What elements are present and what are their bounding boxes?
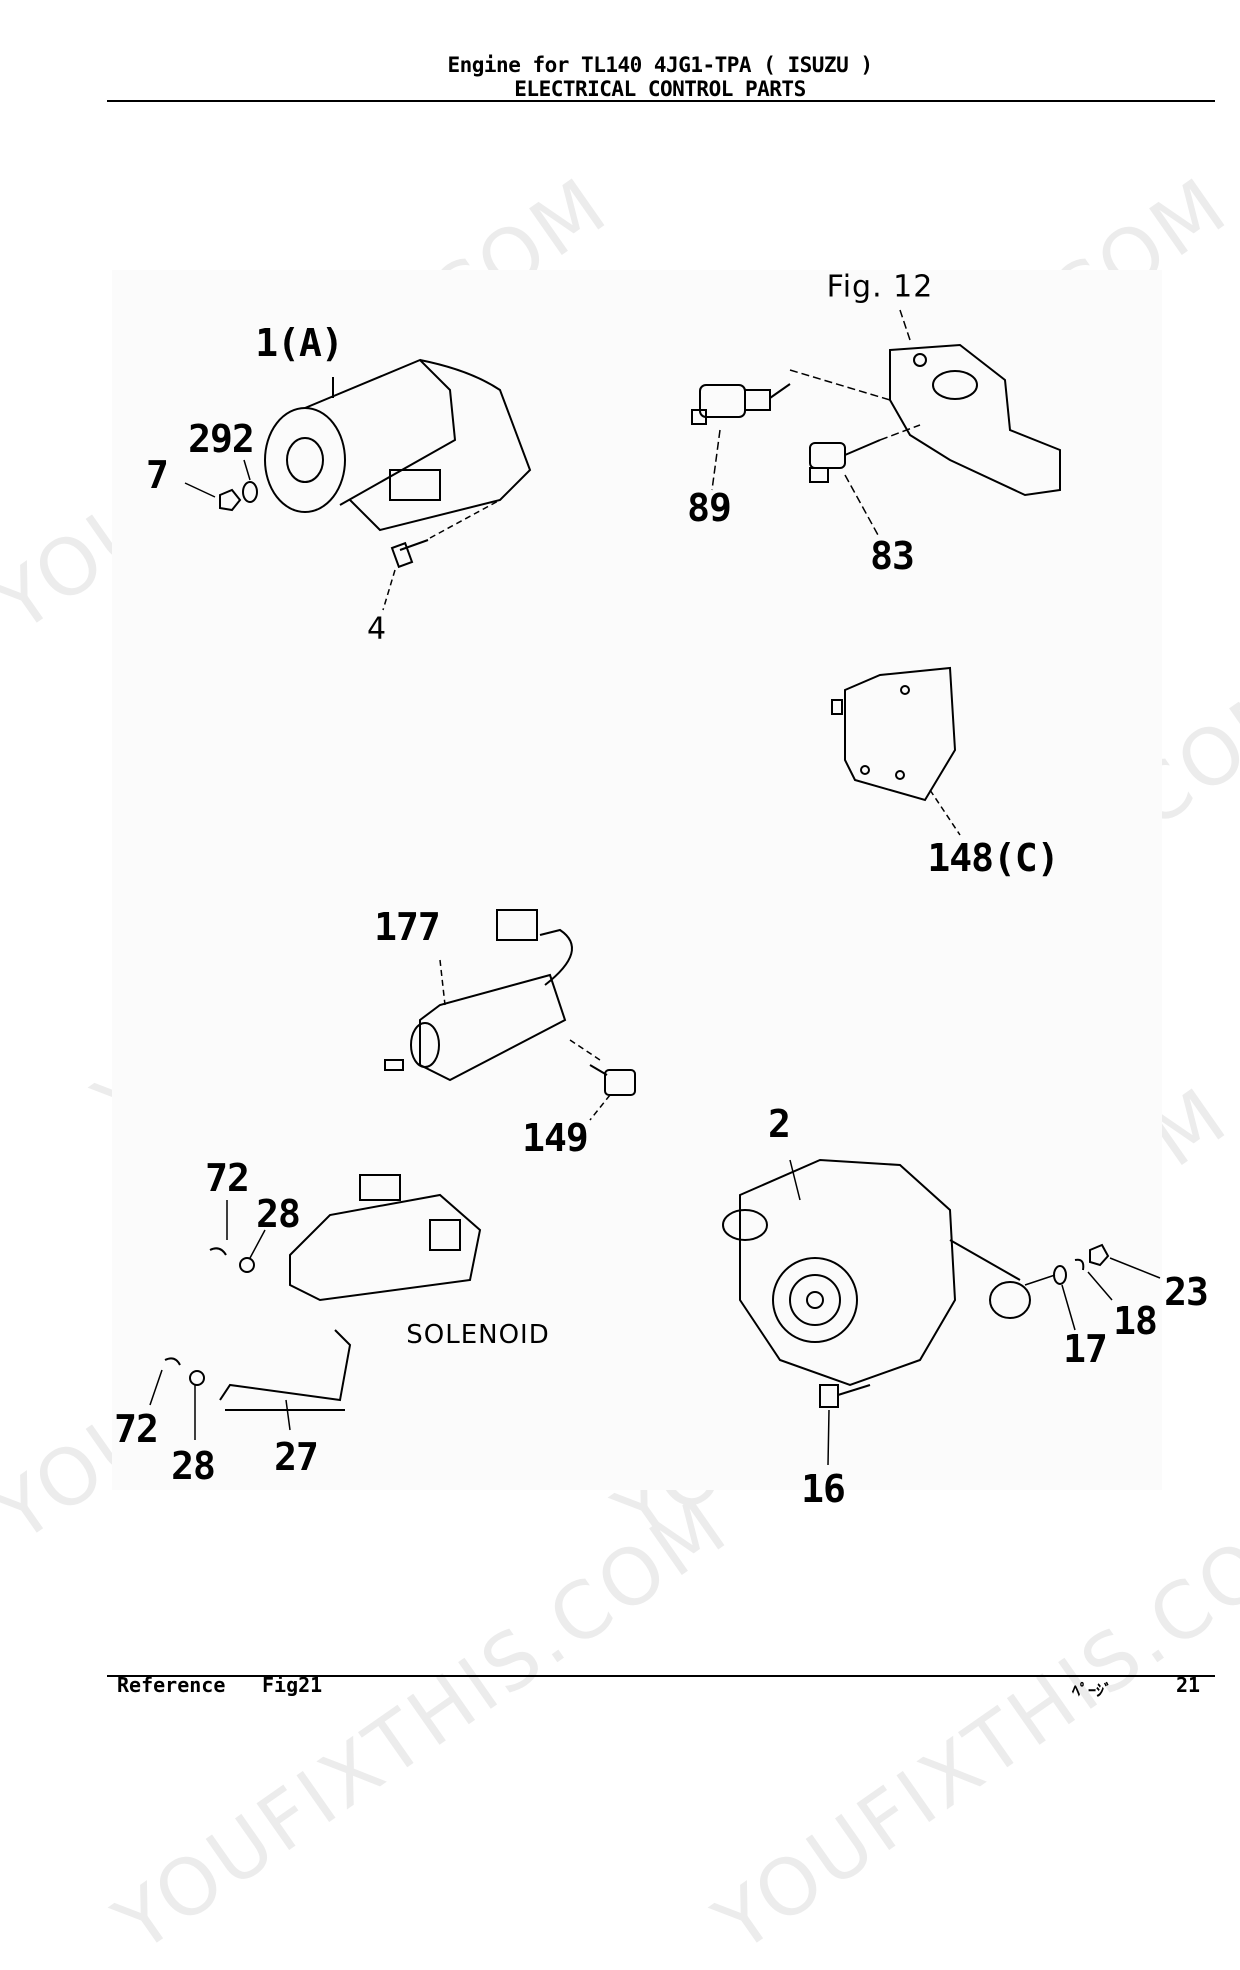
parts-diagram [149,309,1161,1466]
air-cleaner-solenoid-drawing [289,1174,482,1302]
bolt-149-drawing [589,1064,636,1096]
stop-solenoid-drawing [384,909,573,1082]
part-callout: 149 [522,1116,589,1160]
part-callout: 4 [366,611,388,647]
part-callout: 148(C) [927,836,1059,880]
footer-reference-label: Reference [117,1673,226,1697]
solenoid-label: SOLENOID [406,1320,550,1350]
part-callout: 72 [114,1407,159,1451]
part-callout: 27 [274,1435,319,1479]
footer-figure: Fig21 [262,1673,323,1697]
figure-reference: Fig. 12 [826,269,934,305]
part-callout: 17 [1063,1327,1108,1371]
part-callout: 16 [801,1467,846,1511]
alternator-drawing [722,1158,1031,1387]
part-callout: 83 [870,534,915,578]
part-callout: 72 [205,1156,250,1200]
starter-motor-drawing [264,358,532,532]
bracket-drawing [831,666,957,802]
rod-27-drawing [219,1329,352,1411]
part-callout: 89 [687,486,732,530]
header-rule [107,100,1215,102]
nut-washer-drawing [219,481,258,512]
footer-page-number: 21 [1176,1673,1201,1697]
part-callout: 18 [1113,1299,1158,1343]
bolt-16-drawing [819,1384,871,1408]
part-callout: 23 [1164,1270,1209,1314]
footer-page-label: ﾍﾟｰｼﾞ [1072,1681,1113,1700]
sender-89-drawing [691,383,791,425]
clips-drawing [164,1247,255,1386]
footer-rule [107,1675,1215,1677]
sensor-83-drawing [809,439,881,483]
header-subtitle: ELECTRICAL CONTROL PARTS [514,77,806,101]
header-title: Engine for TL140 4JG1-TPA ( ISUZU ) [447,53,873,77]
part-callout: 1(A) [255,321,344,365]
part-callout: 28 [256,1192,301,1236]
bolt-drawing [390,539,429,569]
part-callout: 292 [188,417,255,461]
part-callout: 7 [146,453,169,497]
thermostat-housing-drawing [889,343,1061,497]
part-callout: 28 [171,1444,216,1488]
part-callout: 177 [374,905,441,949]
part-callout: 2 [768,1102,791,1146]
